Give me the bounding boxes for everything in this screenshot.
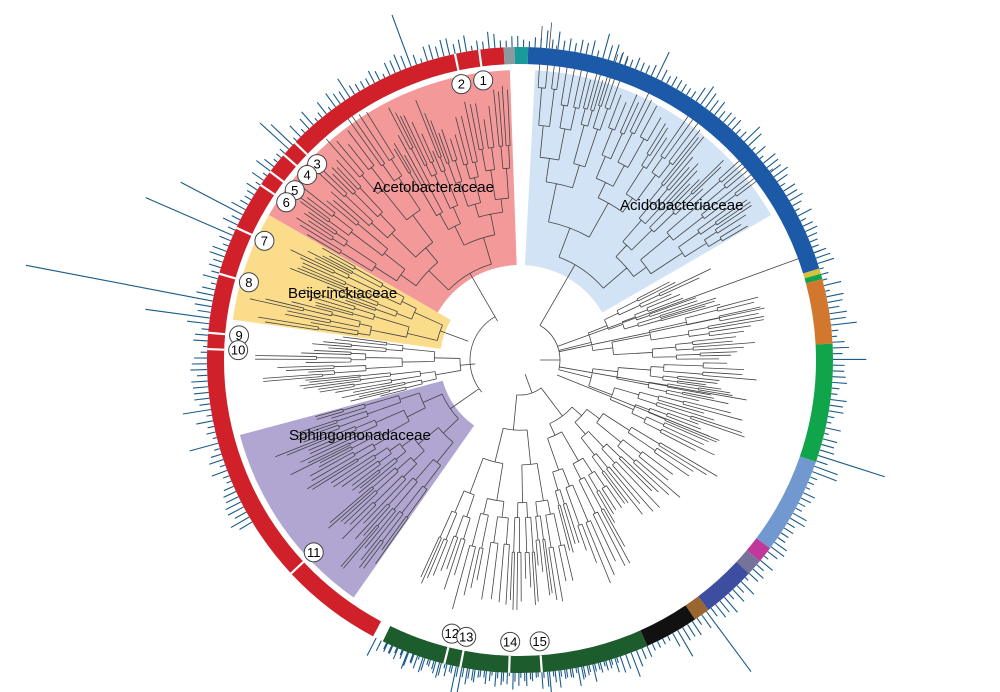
label-sphingomonadaceae: Sphingomonadaceae — [289, 427, 431, 444]
marker-7: 7 — [235, 226, 275, 251]
marker-15: 15 — [529, 631, 550, 673]
marker-label: 3 — [314, 157, 321, 172]
taxonomy-color-ring — [207, 46, 833, 673]
marker-label: 6 — [283, 195, 290, 210]
marker-10: 10 — [207, 340, 249, 361]
marker-label: 7 — [261, 233, 268, 248]
ring-segment-blue — [527, 47, 820, 274]
label-acetobacteraceae: Acetobacteraceae — [373, 179, 494, 196]
marker-label: 4 — [304, 167, 311, 182]
marker-8: 8 — [218, 272, 259, 293]
ring-segment-slate — [736, 550, 760, 574]
marker-4: 4 — [283, 153, 318, 185]
marker-2: 2 — [451, 53, 472, 95]
ring-segment-magenta — [746, 538, 770, 562]
marker-label: 1 — [480, 73, 487, 88]
marker-label: 11 — [307, 545, 321, 560]
ring-segment-black — [640, 605, 696, 646]
marker-11: 11 — [290, 542, 324, 575]
marker-1: 1 — [473, 49, 494, 91]
ring-segment-orange — [805, 278, 833, 345]
marker-label: 8 — [245, 275, 252, 290]
marker-14: 14 — [500, 631, 521, 673]
marker-label: 15 — [532, 634, 546, 649]
wedge-sphingomonadaceae — [239, 380, 475, 598]
marker-6: 6 — [259, 184, 297, 213]
wedge-acetobacteraceae — [268, 70, 517, 313]
marker-label: 13 — [459, 629, 473, 644]
ring-segment-light-blue — [756, 456, 816, 549]
marker-label: 9 — [235, 328, 242, 343]
label-beijerinckiaceae: Beijerinckiaceae — [288, 285, 397, 302]
marker-label: 2 — [458, 77, 465, 92]
marker-label: 14 — [503, 634, 517, 649]
marker-9: 9 — [208, 325, 250, 346]
label-acidobacteriaceae: Acidobacteriaceae — [620, 197, 743, 214]
marker-label: 12 — [445, 626, 459, 641]
ring-segment-dark-green — [382, 626, 648, 673]
ring-segment-grey — [503, 47, 515, 65]
marker-label: 10 — [231, 343, 245, 358]
ring-segment-teal — [514, 46, 529, 65]
ring-segment-brown — [685, 596, 709, 620]
clade-wedges — [232, 70, 772, 598]
marker-13: 13 — [456, 626, 477, 668]
ring-segment-green-thin — [804, 273, 823, 284]
ring-segment-green — [799, 343, 833, 462]
ring-segment-yellow — [803, 268, 821, 279]
marker-label: 5 — [291, 183, 298, 198]
tree-branches — [249, 22, 821, 610]
wedge-acidobacteriaceae — [524, 70, 772, 313]
ring-segment-indigo — [698, 561, 749, 610]
phylogenetic-tree — [249, 22, 821, 610]
